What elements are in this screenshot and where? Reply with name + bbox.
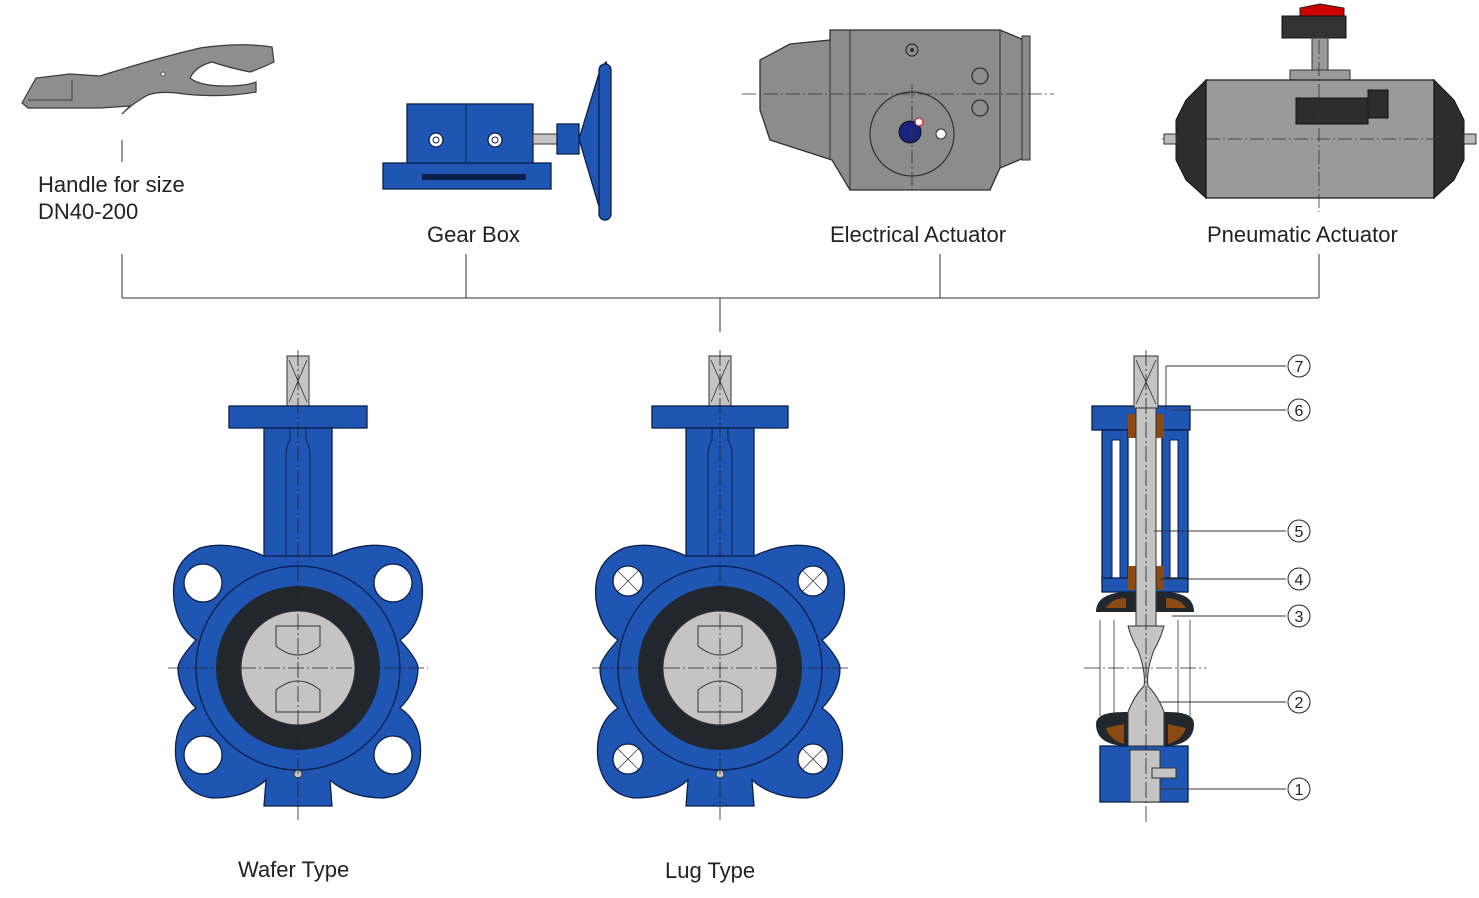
- connector-lines: [121, 140, 1320, 332]
- part-number-2: 2: [1287, 690, 1311, 714]
- pneumatic-actuator-label: Pneumatic Actuator: [1207, 222, 1398, 247]
- svg-text:1: 1: [1295, 782, 1304, 799]
- svg-text:5: 5: [1295, 524, 1304, 541]
- part-leaders: [1154, 365, 1286, 790]
- part-number-balloons: 7 6 5 4 3 2 1: [1287, 354, 1311, 801]
- pneumatic-actuator-drawing: [1162, 3, 1477, 212]
- wafer-valve-drawing: [168, 350, 428, 820]
- electrical-actuator-drawing: [742, 29, 1054, 191]
- part-number-4: 4: [1287, 567, 1311, 591]
- handle-label-line1: Handle for size: [38, 172, 185, 197]
- svg-text:4: 4: [1295, 572, 1304, 589]
- electrical-actuator-label: Electrical Actuator: [830, 222, 1007, 247]
- svg-text:6: 6: [1295, 403, 1304, 420]
- svg-text:2: 2: [1295, 695, 1304, 712]
- gear-box-label: Gear Box: [427, 222, 520, 247]
- lug-valve-drawing: [592, 350, 850, 820]
- handle-label-line2: DN40-200: [38, 199, 139, 224]
- part-number-7: 7: [1287, 354, 1311, 378]
- lug-type-label: Lug Type: [665, 858, 756, 883]
- part-number-5: 5: [1287, 519, 1311, 543]
- part-number-1: 1: [1287, 777, 1311, 801]
- wafer-type-label: Wafer Type: [238, 857, 350, 882]
- sectional-view-drawing: [1084, 350, 1206, 824]
- part-number-3: 3: [1287, 604, 1311, 628]
- handle-drawing: [21, 44, 275, 115]
- svg-text:7: 7: [1295, 359, 1304, 376]
- gear-box-drawing: [382, 60, 612, 221]
- part-number-6: 6: [1287, 398, 1311, 422]
- svg-text:3: 3: [1295, 609, 1304, 626]
